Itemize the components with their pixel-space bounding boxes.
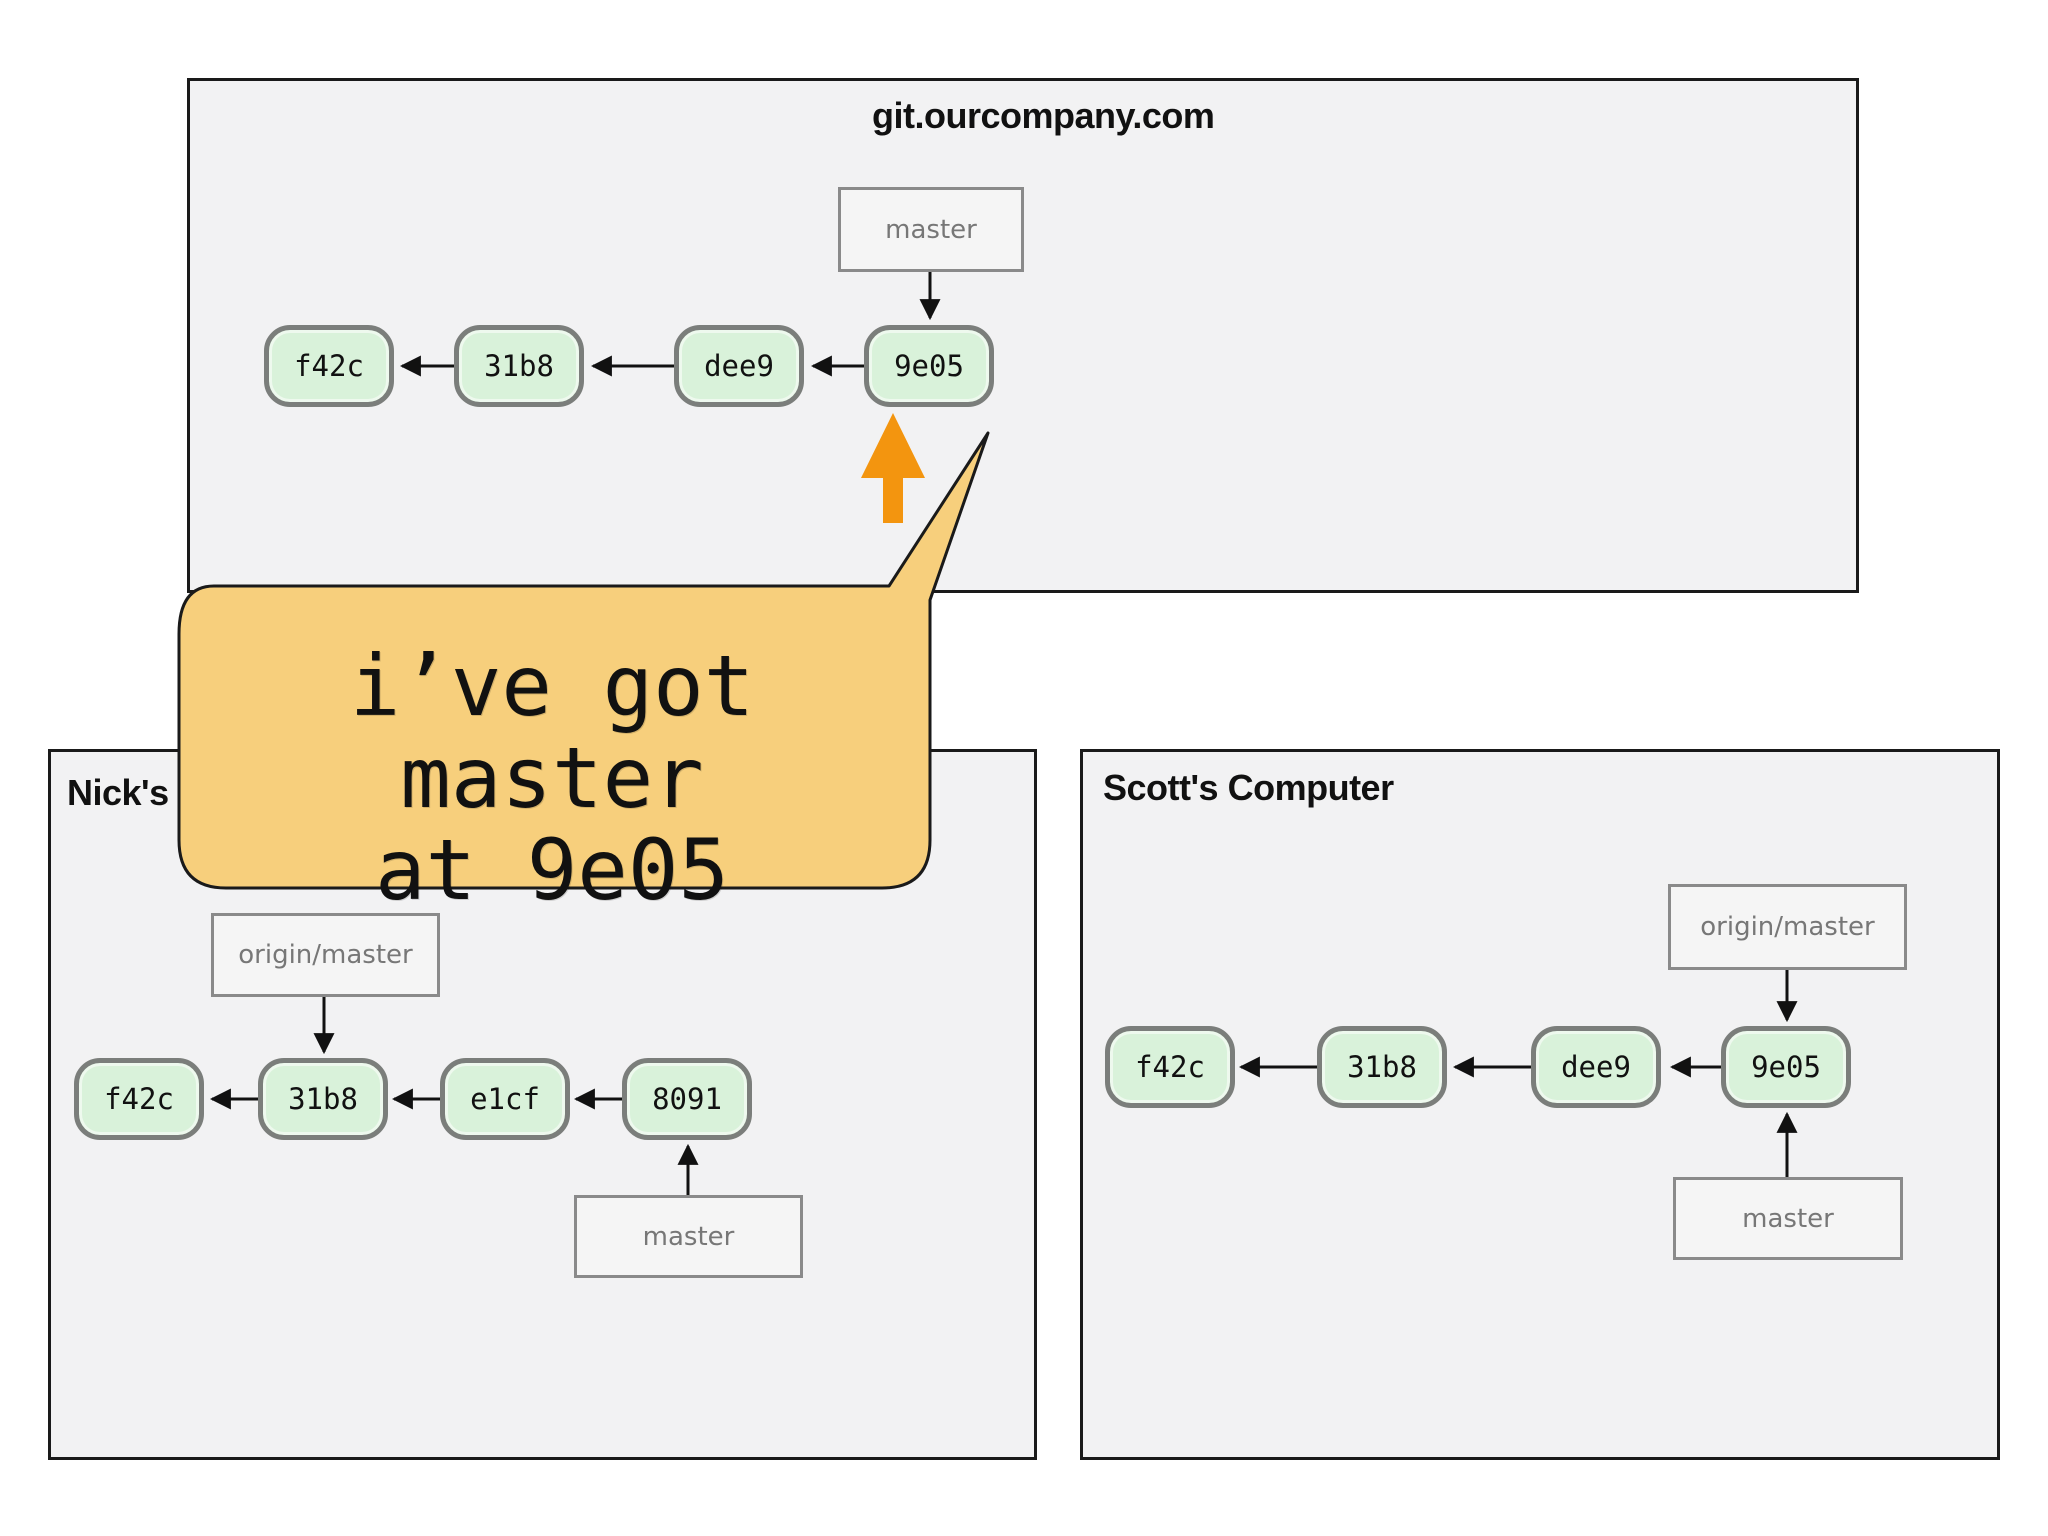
nick-title: Nick's: [67, 772, 169, 813]
speech-bubble-line-1: i’ve got master: [349, 637, 755, 827]
speech-bubble-line-2: at 9e05: [374, 821, 729, 919]
nick-commit-e1cf: e1cf: [440, 1058, 570, 1140]
nick-origin-master-ref: origin/master: [211, 913, 440, 997]
scott-commit-31b8: 31b8: [1317, 1026, 1447, 1108]
nick-commit-f42c: f42c: [74, 1058, 204, 1140]
server-commit-f42c: f42c: [264, 325, 394, 407]
server-title: git.ourcompany.com: [872, 95, 1215, 136]
nick-commit-31b8: 31b8: [258, 1058, 388, 1140]
speech-bubble-shape: [177, 431, 990, 890]
scott-origin-master-ref: origin/master: [1668, 884, 1907, 970]
server-commit-dee9: dee9: [674, 325, 804, 407]
scott-title: Scott's Computer: [1103, 767, 1394, 808]
scott-commit-9e05: 9e05: [1721, 1026, 1851, 1108]
orange-up-arrow: [861, 413, 925, 523]
server-commit-9e05: 9e05: [864, 325, 994, 407]
scott-commit-dee9: dee9: [1531, 1026, 1661, 1108]
nick-commit-8091: 8091: [622, 1058, 752, 1140]
server-master-ref: master: [838, 187, 1024, 272]
scott-commit-f42c: f42c: [1105, 1026, 1235, 1108]
scott-master-ref: master: [1673, 1177, 1903, 1260]
scott-panel: Scott's Computer: [1080, 749, 2000, 1460]
speech-bubble-text: i’ve got master at 9e05: [182, 640, 922, 916]
nick-master-ref: master: [574, 1195, 803, 1278]
server-commit-31b8: 31b8: [454, 325, 584, 407]
